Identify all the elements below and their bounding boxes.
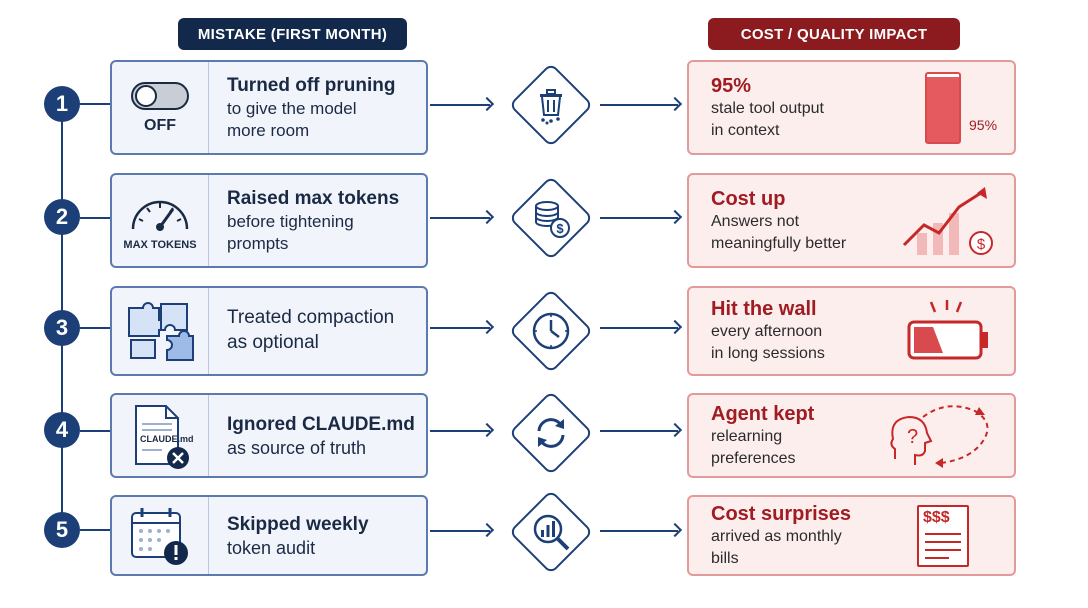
mistake-title: Ignored CLAUDE.md bbox=[227, 413, 415, 435]
calendar-alert-icon bbox=[112, 497, 209, 574]
puzzle-icon bbox=[112, 288, 209, 374]
impact-title: 95% bbox=[711, 74, 752, 97]
impact-title: Agent kept bbox=[711, 402, 815, 425]
impact-desc: in context bbox=[711, 121, 780, 139]
refresh-icon bbox=[505, 387, 597, 479]
mistake-card-5: Skipped weekly token audit bbox=[110, 495, 428, 576]
bill-amount-label: $$$ bbox=[923, 509, 950, 526]
mistake-title: Skipped weekly bbox=[227, 513, 369, 535]
flow-arrow bbox=[430, 319, 495, 335]
mistake-desc: prompts bbox=[227, 233, 289, 253]
mistake-card-1: OFF Turned off pruning to give the model… bbox=[110, 60, 428, 155]
mistake-card-4: CLAUDE.md Ignored CLAUDE.md as source of… bbox=[110, 393, 428, 478]
badge-connector bbox=[80, 430, 110, 432]
fill-gauge-icon bbox=[925, 72, 961, 144]
impact-title: Cost surprises bbox=[711, 502, 852, 525]
coins-icon: $ bbox=[505, 172, 597, 264]
step-badge-4: 4 bbox=[44, 412, 80, 448]
flow-arrow bbox=[430, 522, 495, 538]
magnifier-chart-icon bbox=[505, 486, 597, 578]
mistake-card-2: MAX TOKENS Raised max tokens before tigh… bbox=[110, 173, 428, 268]
mistake-desc: token audit bbox=[227, 537, 316, 558]
mistake-card-3: Treated compaction as optional bbox=[110, 286, 428, 376]
svg-text:$: $ bbox=[977, 236, 986, 253]
mistake-desc: as optional bbox=[227, 332, 319, 353]
impact-desc: in long sessions bbox=[711, 345, 825, 362]
impact-desc: every afternoon bbox=[711, 323, 823, 340]
gauge-label: 95% bbox=[969, 117, 998, 133]
badge-connector bbox=[80, 327, 110, 329]
mistake-desc: before tightening bbox=[227, 211, 354, 231]
impact-title: Cost up bbox=[711, 187, 786, 210]
impact-desc: Answers not bbox=[711, 212, 800, 230]
svg-text:$: $ bbox=[556, 221, 564, 236]
mistake-desc: to give the model bbox=[227, 98, 357, 118]
badge-connector bbox=[80, 217, 110, 219]
fill-gauge-level bbox=[927, 77, 959, 142]
flow-arrow bbox=[600, 522, 683, 538]
trash-icon bbox=[505, 59, 597, 151]
flow-arrow bbox=[430, 422, 495, 438]
impact-desc: stale tool output bbox=[711, 99, 824, 117]
flow-arrow bbox=[430, 209, 495, 225]
impact-desc: arrived as monthly bbox=[711, 527, 842, 545]
impact-desc: meaningfully better bbox=[711, 234, 847, 252]
step-badge-3: 3 bbox=[44, 310, 80, 346]
badge-connector bbox=[80, 529, 110, 531]
cost-trend-icon: $ bbox=[902, 187, 993, 255]
impact-desc: bills bbox=[711, 549, 739, 567]
mistake-title: Turned off pruning bbox=[227, 74, 396, 96]
impact-card-3: Hit the wall every afternoon in long ses… bbox=[687, 286, 1016, 376]
mistake-header: MISTAKE (FIRST MONTH) bbox=[178, 18, 407, 50]
impact-title: Hit the wall bbox=[711, 298, 817, 320]
mistake-desc: as source of truth bbox=[227, 437, 367, 458]
toggle-off-label: OFF bbox=[144, 116, 176, 134]
mistake-title: Treated compaction bbox=[227, 307, 395, 328]
bill-icon: $$$ bbox=[917, 505, 969, 567]
badge-connector bbox=[80, 103, 110, 105]
impact-card-5: Cost surprises arrived as monthly bills … bbox=[687, 495, 1016, 576]
impact-desc: relearning bbox=[711, 427, 783, 445]
mistake-title: Raised max tokens bbox=[227, 187, 400, 209]
mistake-desc: more room bbox=[227, 120, 310, 140]
svg-text:?: ? bbox=[907, 426, 918, 448]
head-question-loop-icon: ? bbox=[890, 405, 989, 468]
low-battery-icon bbox=[907, 300, 988, 360]
impact-desc: preferences bbox=[711, 449, 796, 467]
flow-arrow bbox=[600, 422, 683, 438]
impact-card-2: Cost up Answers not meaningfully better … bbox=[687, 173, 1016, 268]
impact-header: COST / QUALITY IMPACT bbox=[708, 18, 960, 50]
flow-arrow bbox=[600, 319, 683, 335]
flow-arrow bbox=[430, 96, 495, 112]
document-error-icon: CLAUDE.md bbox=[112, 395, 209, 476]
claude-md-file-label: CLAUDE.md bbox=[140, 433, 194, 444]
flow-arrow bbox=[600, 209, 683, 225]
speedometer-icon: MAX TOKENS bbox=[112, 175, 209, 266]
step-badge-5: 5 bbox=[44, 512, 80, 548]
impact-card-1: 95% stale tool output in context 95% bbox=[687, 60, 1016, 155]
step-badge-2: 2 bbox=[44, 199, 80, 235]
flow-arrow bbox=[600, 96, 683, 112]
clock-icon bbox=[505, 285, 597, 377]
impact-card-4: Agent kept relearning preferences ? bbox=[687, 393, 1016, 478]
toggle-off-icon: OFF bbox=[112, 62, 209, 153]
step-badge-1: 1 bbox=[44, 86, 80, 122]
max-tokens-label: MAX TOKENS bbox=[123, 238, 197, 251]
